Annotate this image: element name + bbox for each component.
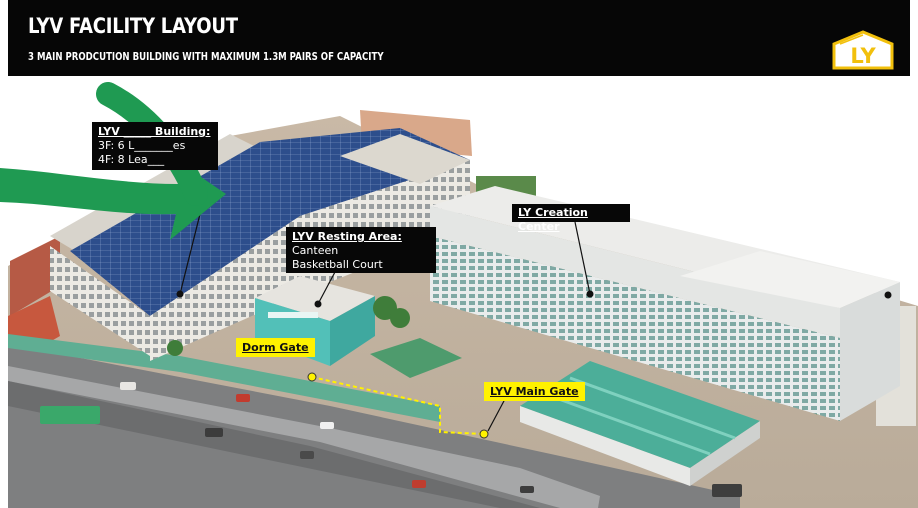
production-building-callout: LYV _____ Building: 3F: 6 L_______es 4F:… xyxy=(92,122,218,170)
resting-area-line1: Canteen xyxy=(292,244,339,257)
dorm-gate-marker-icon xyxy=(307,372,317,382)
basketball-court xyxy=(370,338,462,378)
main-gate-marker-icon xyxy=(479,429,489,439)
slide-header: LYV FACILITY LAYOUT 3 MAIN PRODCUTION BU… xyxy=(8,0,910,76)
solar-roof xyxy=(70,128,470,316)
facility-aerial-view: LYV _____ Building: 3F: 6 L_______es 4F:… xyxy=(0,76,918,508)
main-gate-label: LYV Main Gate xyxy=(484,382,585,401)
production-building-line1: 3F: 6 L_______es xyxy=(98,139,186,152)
logo-text: LY xyxy=(850,44,876,68)
gate-route-line xyxy=(311,376,485,435)
production-building-line2: 4F: 8 Lea___ xyxy=(98,153,165,166)
main-road xyxy=(8,344,740,508)
creation-center-building xyxy=(430,236,840,421)
creation-center-heading: LY Creation Center xyxy=(518,206,588,233)
slide-title: LYV FACILITY LAYOUT xyxy=(28,14,238,38)
dorm-gate-label: Dorm Gate xyxy=(236,338,315,357)
creation-center-callout: LY Creation Center xyxy=(512,204,630,233)
production-building-heading: LYV _____ Building: xyxy=(98,125,211,138)
resting-area-heading: LYV Resting Area: xyxy=(292,230,402,243)
ly-logo-icon: LY xyxy=(831,30,895,70)
resting-area-line2: Basketball Court xyxy=(292,258,383,271)
highlight-arrow-icon xyxy=(0,156,226,240)
slide-subtitle: 3 MAIN PRODCUTION BUILDING WITH MAXIMUM … xyxy=(28,50,384,63)
resting-area-callout: LYV Resting Area: Canteen Basketball Cou… xyxy=(286,227,436,273)
